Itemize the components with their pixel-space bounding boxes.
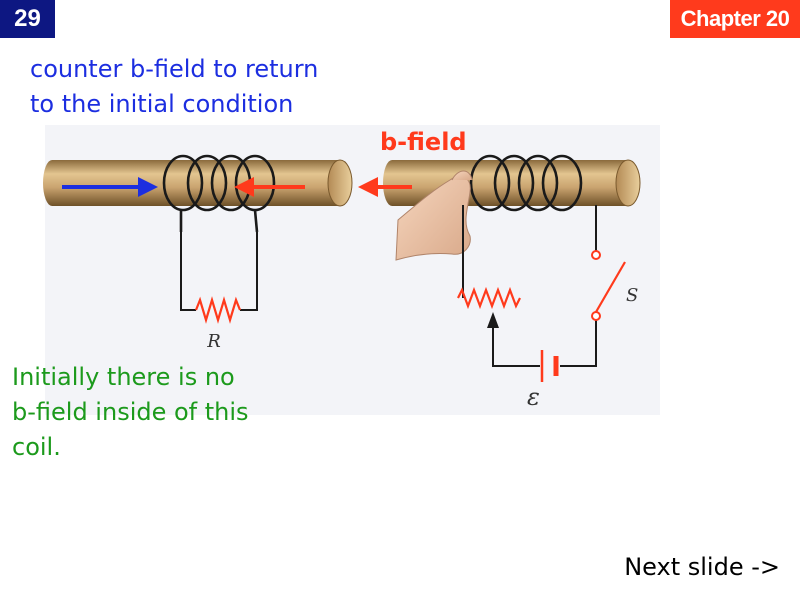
red-arrow-gap	[358, 177, 412, 197]
resistor-label: R	[206, 331, 221, 352]
right-rod	[383, 159, 641, 207]
emf-label: ε	[527, 383, 540, 411]
resistor-r	[194, 296, 242, 324]
initial-state-caption: Initially there is no b-field inside of …	[12, 363, 249, 461]
b-field-label: b-field	[380, 128, 467, 156]
right-coil	[469, 154, 583, 212]
switch-label: S	[626, 285, 638, 306]
hand-illustration	[395, 170, 473, 261]
left-rod	[43, 159, 353, 207]
rheostat-arrow	[487, 312, 499, 328]
right-circuit	[462, 205, 597, 367]
chapter-label: Chapter 20	[670, 0, 800, 38]
battery	[540, 350, 559, 382]
blue-arrow	[62, 177, 158, 197]
left-circuit	[180, 232, 258, 311]
switch-s	[591, 250, 626, 321]
next-slide-link[interactable]: Next slide ->	[624, 553, 780, 581]
rheostat	[457, 286, 521, 310]
slide-number: 29	[0, 0, 55, 38]
red-arrow-left-coil	[234, 177, 305, 197]
counter-field-caption: counter b-field to return to the initial…	[30, 55, 319, 118]
